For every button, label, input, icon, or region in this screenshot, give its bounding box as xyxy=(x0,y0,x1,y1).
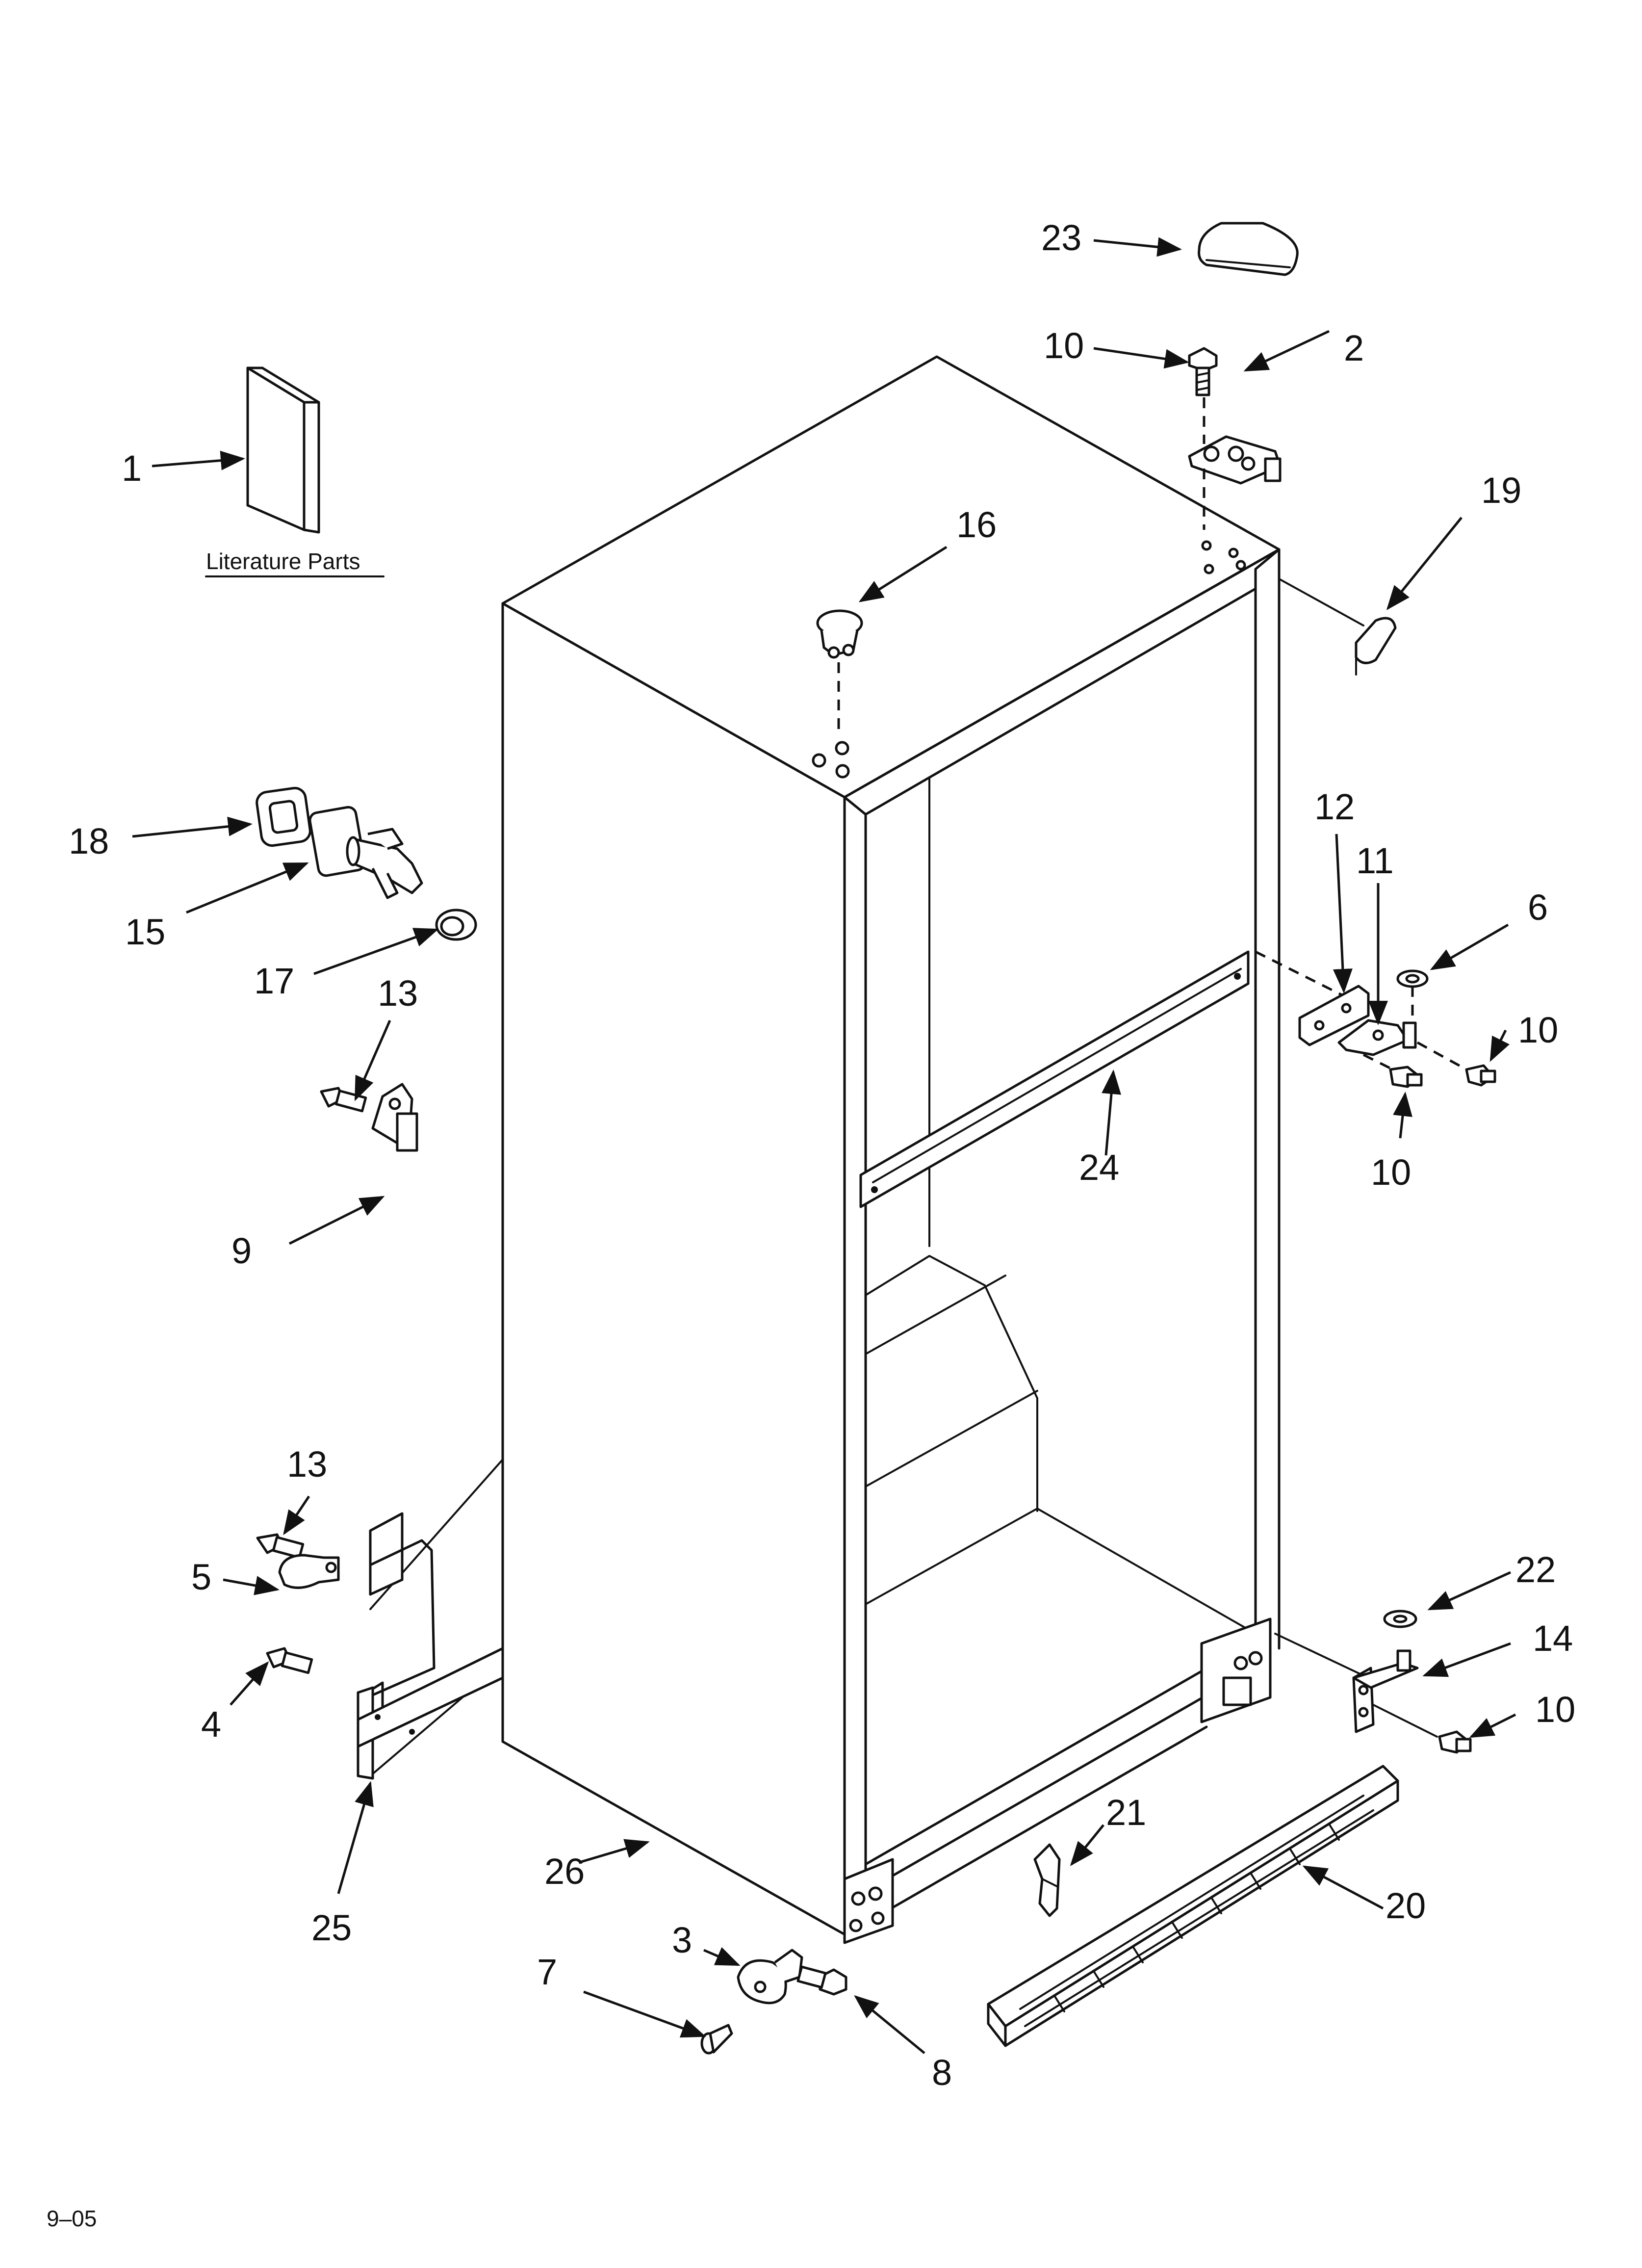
roller-screw xyxy=(796,1965,847,1996)
top-hinge xyxy=(1188,435,1282,530)
center-hinge-screw-front xyxy=(1389,1066,1423,1088)
refrigerator-cabinet xyxy=(501,355,1281,1944)
callout-1: 1 xyxy=(122,448,142,489)
callout-7: 7 xyxy=(537,1952,557,1992)
hinge-washer xyxy=(1396,969,1429,988)
hinge-cover xyxy=(1198,222,1299,276)
callout-19: 19 xyxy=(1481,470,1521,511)
callout-5: 5 xyxy=(191,1557,211,1597)
callout-23: 23 xyxy=(1041,217,1081,258)
bottom-hinge-screw xyxy=(1438,1730,1472,1754)
callout-13-upper: 13 xyxy=(378,973,418,1014)
hinge-cap xyxy=(1278,578,1397,676)
grille-louvers xyxy=(1053,1823,1340,2012)
center-hinge xyxy=(1337,1019,1417,1056)
callout-26: 26 xyxy=(544,1851,585,1892)
bracket-screw xyxy=(266,1647,313,1674)
literature-caption: Literature Parts xyxy=(205,548,385,577)
callout-25: 25 xyxy=(311,1907,352,1948)
top-hinge-screw xyxy=(1188,347,1218,396)
callout-labels: 23 10 2 1 16 19 18 15 17 13 9 12 11 6 10… xyxy=(69,217,1575,2093)
callout-11: 11 xyxy=(1356,840,1394,881)
divider-rail xyxy=(859,950,1250,1208)
callout-4: 4 xyxy=(201,1704,221,1745)
callout-21: 21 xyxy=(1106,1792,1146,1833)
callout-16: 16 xyxy=(956,504,997,545)
leader-lines xyxy=(132,237,1516,2054)
callout-8: 8 xyxy=(932,2052,952,2093)
clamp-screw xyxy=(256,1533,305,1559)
callout-10-right: 10 xyxy=(1518,1010,1558,1050)
grille-clip xyxy=(1033,1843,1061,1917)
callout-3: 3 xyxy=(672,1920,692,1960)
callout-10-top: 10 xyxy=(1044,325,1084,366)
bottom-hinge xyxy=(1352,1649,1419,1733)
top-plug xyxy=(816,609,863,736)
revision-stamp: 9–05 xyxy=(47,2206,97,2231)
callout-9: 9 xyxy=(231,1230,252,1271)
callout-12: 12 xyxy=(1314,786,1355,827)
grommet xyxy=(256,786,311,847)
callout-6: 6 xyxy=(1528,887,1548,928)
callout-17: 17 xyxy=(254,961,294,1001)
callout-24: 24 xyxy=(1079,1147,1119,1188)
callout-18: 18 xyxy=(69,821,109,861)
latch-assembly xyxy=(308,806,423,899)
center-hinge-screw-side xyxy=(1465,1064,1496,1087)
wire-clamp xyxy=(278,1554,340,1589)
callout-2: 2 xyxy=(1344,328,1364,368)
latch-keeper xyxy=(371,1083,418,1152)
callout-14: 14 xyxy=(1533,1618,1573,1659)
ring-nut xyxy=(435,909,477,941)
callout-22: 22 xyxy=(1515,1549,1556,1590)
callout-13-lower: 13 xyxy=(287,1444,327,1485)
callout-10-bottom: 10 xyxy=(1535,1689,1575,1730)
callout-20: 20 xyxy=(1385,1885,1426,1926)
literature-booklet xyxy=(246,366,320,534)
left-hinge-bracket xyxy=(357,1459,504,1780)
bottom-hinge-washer xyxy=(1383,1610,1417,1628)
literature-label: Literature Parts xyxy=(206,548,360,574)
leveling-roller xyxy=(737,1949,803,2005)
callout-15: 15 xyxy=(125,912,165,952)
callout-10-center: 10 xyxy=(1371,1152,1411,1193)
base-grille xyxy=(987,1765,1399,2047)
roller-pin xyxy=(700,2024,733,2055)
